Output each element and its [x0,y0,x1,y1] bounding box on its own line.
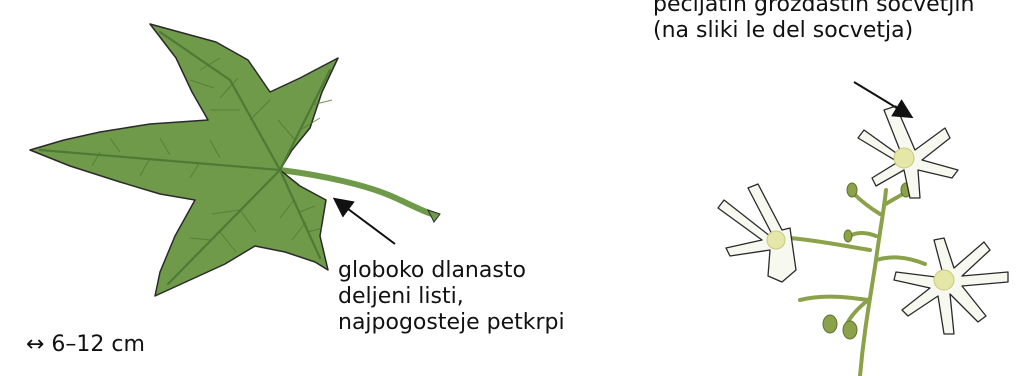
flower-right [893,237,1009,335]
leaf-veins [38,30,332,286]
flower-top [857,105,959,199]
leaf-description-line-2: deljeni listi, [338,284,464,309]
flower-description-line-1: pecljatih grozdastih socvetjih [653,0,975,17]
leaf-stalk [277,167,435,217]
flower-description-line-2: (na sliki le del socvetja) [653,18,914,43]
leaf-description: globoko dlanasto deljeni listi, najpogos… [338,258,565,336]
leaf-blade [29,23,339,297]
leaf-description-line-3: najpogosteje petkrpi [338,310,565,335]
leaf-description-line-1: globoko dlanasto [338,258,526,283]
leaf-illustration [29,23,441,297]
flower-description: pecljatih grozdastih socvetjih (na sliki… [653,0,974,44]
flower-buds [822,182,912,340]
leaf-pointer-arrow [332,197,396,245]
flower-pointer-arrow [853,81,914,119]
flower-illustration [717,81,1009,376]
leaf-minor-veins [91,57,333,253]
leaf-stalk-tip [427,209,441,223]
flower-left [717,183,797,283]
leaf-size-label: ↔ 6–12 cm [26,332,145,357]
